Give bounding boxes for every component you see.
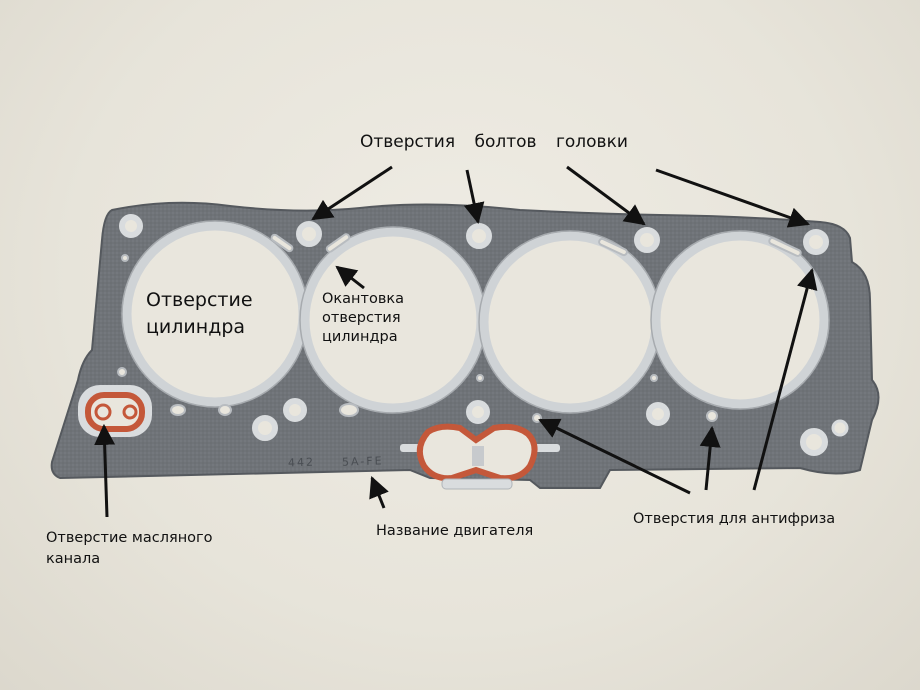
oil-channel-label: Отверстие масляного канала [46, 528, 246, 570]
bore-edge-label-line1: Окантовка [322, 291, 405, 307]
bore-edge-label: Окантовка отверстия цилиндра [322, 290, 432, 347]
oil-channel-label-line1: Отверстие масляного [46, 530, 213, 546]
gasket-engine-code: 5A-FE [341, 454, 384, 469]
engine-name-label: Название двигателя [376, 523, 534, 539]
cylinder-bore-label-line1: Отверстие [146, 289, 253, 311]
cylinder-bore-label-line2: цилиндра [146, 316, 246, 338]
cylinder-bores [121, 220, 830, 414]
bolt-holes-label: Отверстия болтов головки [360, 132, 628, 152]
annotation-arrows [94, 165, 818, 518]
cylinder-bore-label: Отверстие цилиндра [146, 287, 286, 341]
bore-edge-label-line2: отверстия [322, 310, 401, 326]
oil-channel-label-line2: канала [46, 551, 101, 567]
gasket-part-number: 442 [287, 455, 316, 470]
bolt-holes [119, 214, 829, 456]
coolant-holes-label: Отверстия для антифриза [633, 511, 836, 527]
bore-edge-label-line3: цилиндра [322, 329, 398, 345]
oil-channel-seal [78, 385, 152, 437]
center-seal [400, 423, 560, 490]
